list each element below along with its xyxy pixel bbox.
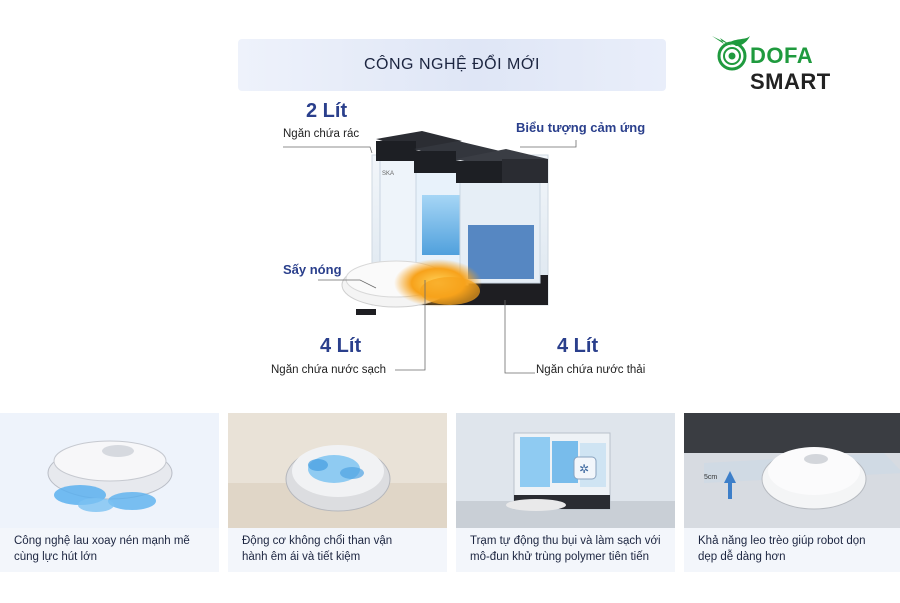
banner-title: CÔNG NGHỆ ĐỔI MỚI (364, 56, 540, 73)
trash-bin-label: Ngăn chứa rác (283, 128, 360, 140)
brand-name: DOFA SMART (750, 43, 831, 94)
clean-water-tank-label: Ngăn chứa nước sạch (271, 364, 386, 376)
trash-capacity-label: 2 Lít (306, 100, 348, 122)
climbing-robot-image: 5cm (684, 413, 900, 528)
hummingbird-logo-icon (712, 36, 750, 71)
svg-text:SKA: SKA (382, 171, 394, 177)
brushless-motor-robot-image (228, 413, 447, 528)
auto-empty-station-image: ✲ (456, 413, 675, 528)
svg-text:✲: ✲ (579, 462, 589, 476)
climb-height-text: 5cm (704, 474, 717, 481)
waste-water-tank-label: Ngăn chứa nước thải (536, 364, 646, 376)
spin-mop-robot-image (0, 413, 219, 528)
touch-icon-label: Biểu tượng cảm ứng (516, 120, 646, 135)
waste-water-capacity-label: 4 Lít (557, 335, 599, 357)
clean-water-capacity-label: 4 Lít (320, 335, 362, 357)
section-banner: CÔNG NGHỆ ĐỔI MỚI (238, 39, 666, 91)
heat-dry-label: Sấy nóng (283, 262, 342, 277)
docking-station-illustration: SKA (341, 131, 549, 315)
brand-logo: DOFA SMART (710, 30, 880, 94)
